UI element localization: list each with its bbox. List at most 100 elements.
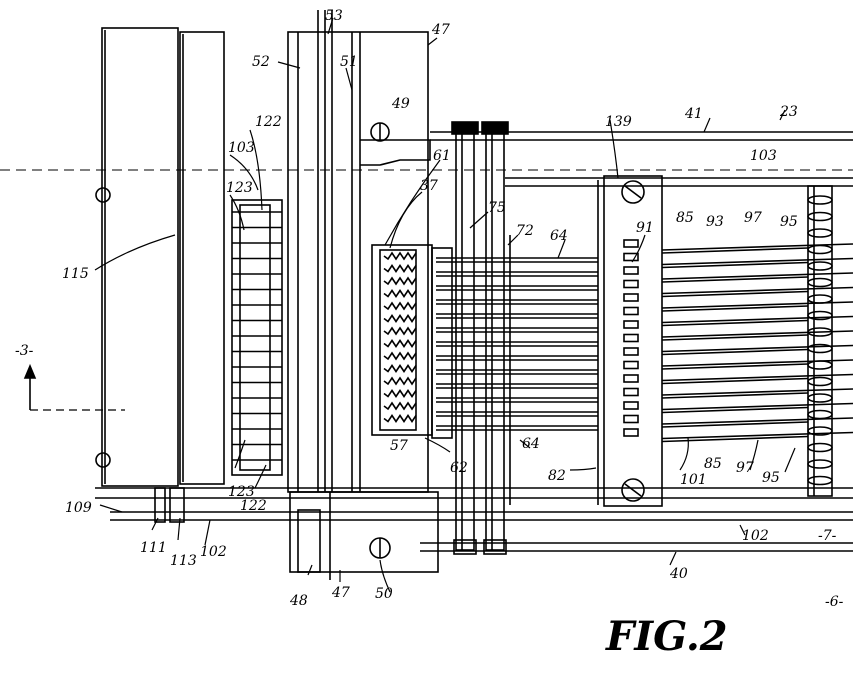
spring: [383, 251, 417, 261]
label-72: 72: [516, 223, 534, 239]
wire-edge: [661, 247, 809, 254]
label-64-bottom: 64: [522, 436, 540, 452]
label-62: 62: [450, 460, 468, 476]
label-139: 139: [605, 114, 632, 130]
plate-slot: [623, 360, 639, 370]
comb-fingers-64: [436, 257, 598, 431]
wire: [661, 344, 853, 353]
roller-ring: [807, 261, 833, 271]
wire-edge: [661, 319, 809, 327]
plate-slot: [623, 428, 639, 437]
roller-ring: [807, 195, 833, 205]
label-109: 109: [65, 500, 92, 516]
label-103-right: 103: [750, 148, 777, 164]
wire: [661, 257, 853, 266]
leader-lines: [94, 17, 796, 593]
wire-edge: [661, 363, 809, 370]
wire-edge: [661, 406, 809, 414]
plate-slot: [623, 279, 639, 289]
spring: [383, 276, 417, 286]
wire-edge: [661, 305, 809, 312]
spring: [383, 339, 417, 348]
right-roller-95: [807, 185, 833, 497]
label-marker-6: -6-: [825, 594, 844, 610]
wire-edge: [661, 276, 809, 283]
wires-93: [661, 243, 853, 443]
frame-47: [287, 10, 431, 493]
roller-ring: [807, 244, 833, 255]
label-102-left: 102: [200, 544, 227, 560]
label-57: 57: [390, 438, 408, 454]
wire: [661, 315, 853, 324]
label-85-top: 85: [676, 210, 694, 226]
figure-title: FIG.2: [605, 613, 728, 660]
wire-edge: [661, 392, 809, 399]
plate-slot: [623, 252, 639, 262]
plate-slot: [623, 374, 639, 383]
wire-edge: [661, 261, 809, 269]
spring: [383, 389, 417, 398]
plate-139: [603, 175, 663, 507]
roller-ring: [807, 376, 833, 387]
spring: [383, 351, 417, 361]
label-37: 37: [420, 178, 438, 194]
plate-slot: [623, 414, 639, 424]
plate-slot: [623, 266, 639, 275]
roller-bars-123: [232, 211, 282, 461]
wire-edge: [661, 348, 809, 356]
plate-slot: [623, 347, 639, 356]
comb-frame-82: [431, 180, 599, 505]
wire: [661, 388, 853, 396]
wire-edge: [661, 334, 809, 341]
roller-stack-122: [231, 199, 283, 476]
wire: [661, 373, 853, 382]
spring: [383, 376, 417, 386]
wire-edge: [661, 421, 809, 428]
roller-ring: [807, 442, 833, 453]
spring: [383, 401, 417, 411]
top-rail-41: [430, 131, 853, 187]
roller-ring: [807, 343, 833, 354]
label-101: 101: [680, 472, 707, 488]
plate-slot: [623, 320, 639, 329]
roller-ring: [807, 393, 833, 403]
label-47-top: 47: [431, 22, 450, 38]
label-85-bottom: 85: [704, 456, 722, 472]
label-23: 23: [779, 104, 798, 120]
label-47-bottom: 47: [331, 585, 350, 601]
plate-slot: [623, 333, 639, 343]
spring: [383, 301, 417, 311]
label-95-bottom: 95: [762, 470, 780, 486]
wire: [661, 431, 853, 440]
plate-slot: [623, 387, 639, 397]
post-75: [451, 121, 509, 555]
spring: [383, 326, 417, 336]
label-95-top: 95: [780, 214, 798, 230]
wire: [661, 272, 853, 280]
roller-ring: [807, 459, 833, 469]
label-111: 111: [140, 540, 167, 556]
label-marker-7: -7-: [818, 528, 837, 544]
roller-ring: [807, 310, 833, 321]
label-123-top: 123: [226, 180, 253, 196]
roller-ring: [807, 475, 833, 486]
label-40: 40: [669, 566, 688, 582]
label-61: 61: [433, 148, 451, 164]
label-82: 82: [548, 468, 566, 484]
label-49: 49: [391, 96, 410, 112]
label-115: 115: [62, 266, 89, 282]
label-41: 41: [684, 106, 703, 122]
plate-slots-91: [623, 239, 639, 437]
spring: [383, 364, 417, 373]
label-102-right: 102: [742, 528, 769, 544]
wire-edge: [661, 290, 809, 298]
section-arrow-3: [23, 363, 125, 411]
roller-ring: [807, 211, 833, 222]
label-93: 93: [706, 214, 724, 230]
label-97-bottom: 97: [736, 460, 754, 476]
label-123-bottom: 123: [228, 484, 255, 500]
roller-ring: [807, 360, 833, 370]
wire-edge: [661, 377, 809, 385]
roller-ring: [807, 228, 833, 238]
